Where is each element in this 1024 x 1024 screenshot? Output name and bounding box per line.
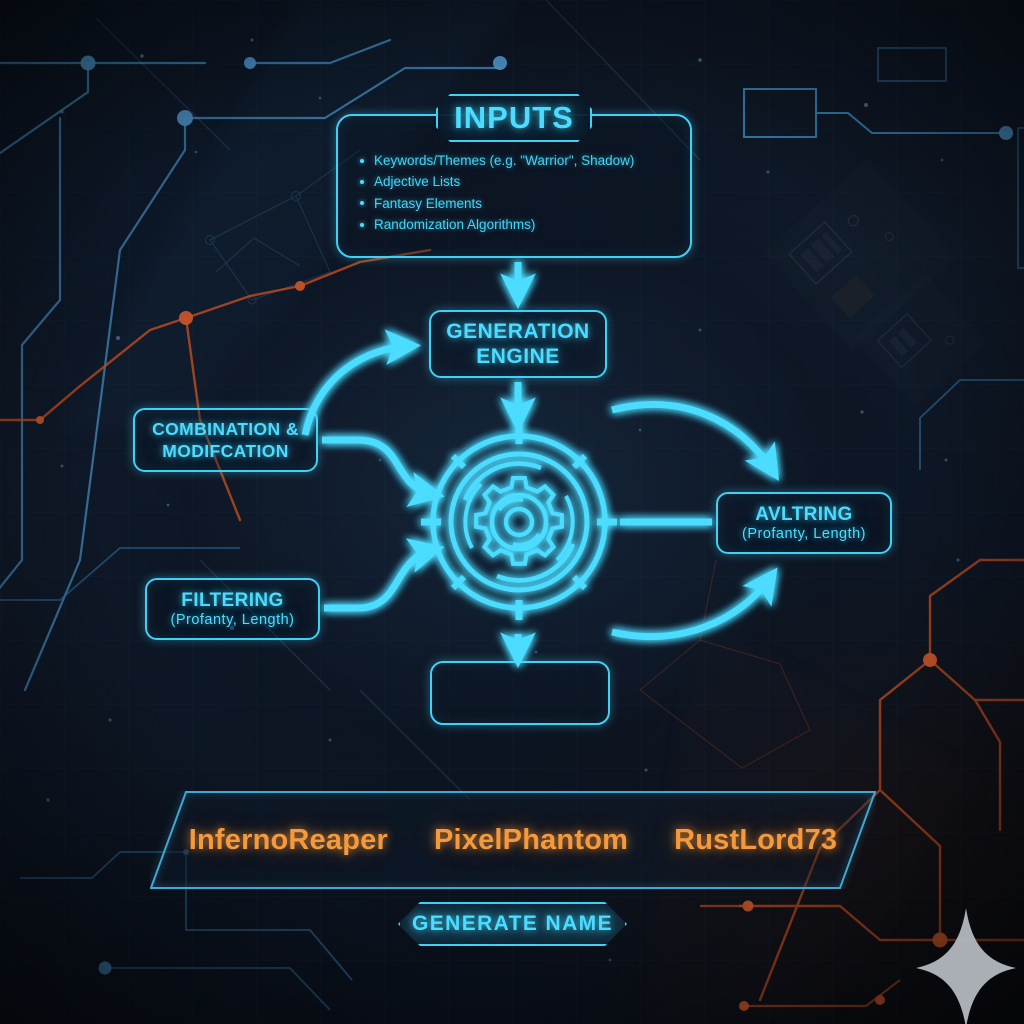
result-name[interactable]: InfernoReaper: [188, 823, 388, 856]
avltring-subtitle: (Profanty, Length): [742, 525, 866, 542]
output-panel: [430, 661, 610, 725]
avltring-title: AVLTRING: [755, 503, 853, 525]
list-item: Randomization Algorithms): [356, 214, 686, 235]
filtering-title: FILTERING: [181, 589, 284, 611]
combination-modification-panel: COMBINATION &MODIFCATION: [133, 408, 318, 472]
list-item: Keywords/Themes (e.g. "Warrior", Shadow): [356, 150, 686, 171]
inputs-title: INPUTS: [454, 100, 574, 135]
result-name[interactable]: PixelPhantom: [433, 823, 629, 856]
list-item: Fantasy Elements: [356, 193, 686, 214]
inputs-list: Keywords/Themes (e.g. "Warrior", Shadow)…: [356, 150, 686, 236]
inputs-title-tab: INPUTS: [436, 94, 592, 142]
list-item: Adjective Lists: [356, 171, 686, 192]
generate-name-button[interactable]: GENERATE NAME: [398, 902, 627, 946]
combination-modification-label: COMBINATION &MODIFCATION: [152, 419, 299, 461]
filtering-panel: FILTERING (Profanty, Length): [145, 578, 320, 640]
filtering-subtitle: (Profanty, Length): [170, 611, 295, 628]
avltring-panel: AVLTRING (Profanty, Length): [716, 492, 892, 554]
generate-name-label: GENERATE NAME: [412, 912, 613, 935]
result-name[interactable]: RustLord73: [674, 823, 838, 856]
generated-names-list: InfernoReaper PixelPhantom RustLord73: [150, 791, 876, 889]
